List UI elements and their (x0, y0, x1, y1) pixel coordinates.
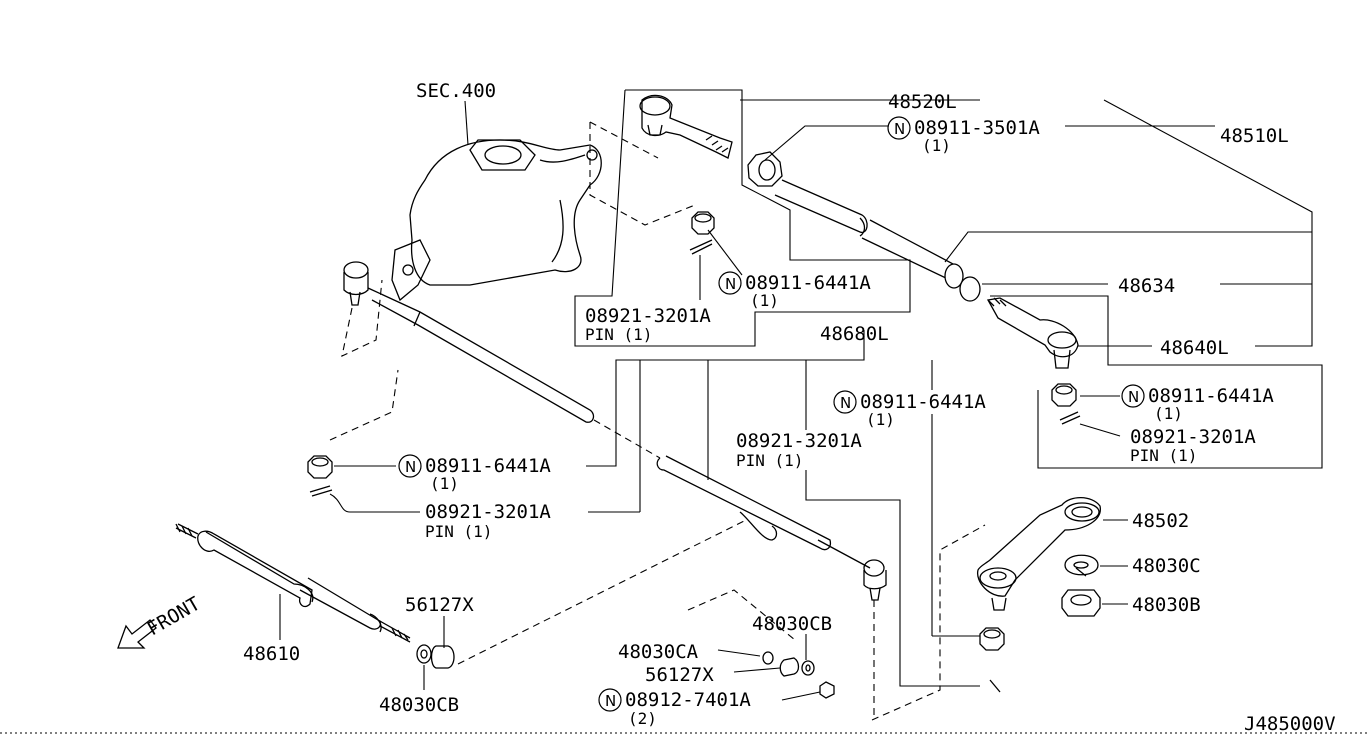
callout-code: 08911-6441A (425, 455, 551, 477)
svg-text:N: N (894, 120, 905, 138)
callout-qty: (2) (628, 709, 657, 728)
n-marker-icon (887, 116, 911, 140)
label-48030CA: 48030CA (618, 641, 699, 663)
pitman-arm-assembly (977, 496, 1128, 651)
label-48510L: 48510L (1220, 125, 1289, 147)
callout-code: 08921-3201A (1130, 426, 1256, 448)
callout-pin-box: 08921-3201A PIN (1) (585, 305, 711, 344)
callout-qty: PIN (1) (585, 325, 652, 344)
callout-pin-right: 08921-3201A PIN (1) (1130, 426, 1256, 465)
damper-mount-small-parts (687, 589, 835, 701)
n-marker-icon (1121, 384, 1145, 408)
callout-code: 08911-6441A (860, 391, 986, 413)
svg-text:N: N (1128, 388, 1139, 406)
label-48030CB-b: 48030CB (752, 613, 832, 635)
sec-ref-label: SEC.400 (416, 80, 496, 102)
label-48520L: 48520L (888, 91, 957, 113)
label-48634: 48634 (1118, 275, 1175, 297)
svg-text:N: N (405, 458, 416, 476)
svg-text:N: N (725, 275, 736, 293)
label-56127X-a: 56127X (405, 594, 474, 616)
callout-code: 08912-7401A (625, 689, 751, 711)
callout-code: 08921-3201A (585, 305, 711, 327)
callout-qty: PIN (1) (1130, 446, 1197, 465)
callout-nut-7401: N 08912-7401A (2) (598, 688, 751, 728)
part-labels: 48520L 48510L 48634 48640L 48680L 48502 … (144, 91, 1336, 735)
diagram-code: J485000V (1244, 713, 1336, 735)
callout-code: 08911-6441A (745, 272, 871, 294)
callout-qty: PIN (1) (736, 451, 803, 470)
callout-pin-left: 08921-3201A PIN (1) (425, 501, 551, 541)
callout-qty: (1) (430, 474, 459, 493)
callout-qty: (1) (922, 136, 951, 155)
callout-nut-6441-box: N 08911-6441A (1) (718, 271, 871, 310)
label-48680L: 48680L (820, 323, 889, 345)
steering-damper-assembly (117, 519, 747, 690)
callout-code: 08921-3201A (425, 501, 551, 523)
label-56127X-b: 56127X (645, 664, 714, 686)
steering-gearbox-illustration: SEC.400 (391, 80, 602, 302)
callout-nut-6441-center: N 08911-6441A (1) (833, 390, 986, 429)
n-marker-icon (398, 454, 422, 478)
callout-nut-6441-left: N 08911-6441A (1) (398, 454, 551, 493)
callout-nut-3501: N 08911-3501A (1) (887, 116, 1040, 155)
right-tie-rod-assembly (740, 99, 1323, 469)
left-tie-rod-assembly (307, 261, 1001, 721)
callout-qty: (1) (866, 410, 895, 429)
label-48610: 48610 (243, 643, 300, 665)
label-48030B: 48030B (1132, 594, 1201, 616)
callout-qty: (1) (750, 291, 779, 310)
n-marker-icon (833, 390, 857, 414)
tie-rod-end-inset-box (574, 89, 911, 347)
svg-text:N: N (840, 394, 851, 412)
n-marker-icon (598, 688, 622, 712)
svg-text:N: N (605, 692, 616, 710)
callout-nut-6441-right: N 08911-6441A (1) (1121, 384, 1274, 423)
callout-pin-center: 08921-3201A PIN (1) (736, 430, 862, 470)
callout-code: 08911-3501A (914, 117, 1040, 139)
label-48502: 48502 (1132, 510, 1189, 532)
label-48030CB-a: 48030CB (379, 694, 459, 716)
callout-code: 08921-3201A (736, 430, 862, 452)
callout-code: 08911-6441A (1148, 385, 1274, 407)
label-48640L: 48640L (1160, 337, 1229, 359)
front-label: FRONT (144, 593, 205, 641)
n-marker-icon (718, 271, 742, 295)
callout-qty: PIN (1) (425, 522, 492, 541)
callout-qty: (1) (1154, 404, 1183, 423)
label-48030C: 48030C (1132, 555, 1201, 577)
